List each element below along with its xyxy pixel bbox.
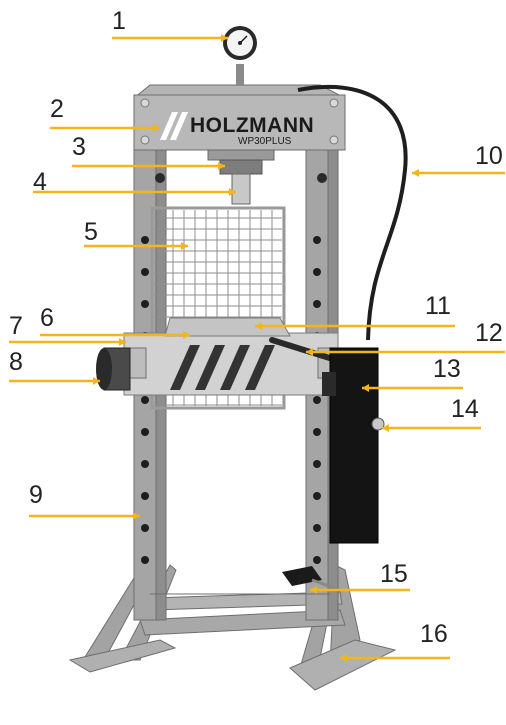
column-hole [141, 396, 149, 404]
part-label-7: 7 [9, 312, 23, 340]
leader-arrow-12 [306, 348, 313, 356]
column-hole [313, 428, 321, 436]
part-label-3: 3 [72, 133, 86, 161]
top-beam: HOLZMANN WP30PLUS [133, 84, 346, 151]
hydraulic-hose [297, 84, 408, 341]
column-hole [141, 268, 149, 276]
column-hole [313, 268, 321, 276]
part-label-15: 15 [380, 560, 408, 588]
foot-pedal [282, 566, 341, 592]
release-valve [371, 417, 385, 431]
column-hole [313, 524, 321, 532]
base-plates [68, 591, 397, 691]
leader-arrow-5 [181, 242, 188, 250]
part-label-8: 8 [9, 348, 23, 376]
leader-arrow-7 [119, 338, 126, 346]
part-label-12: 12 [475, 319, 503, 347]
part-label-11: 11 [425, 292, 451, 320]
column-hole [141, 236, 149, 244]
leader-arrow-3 [218, 162, 225, 170]
leader-arrow-11 [255, 322, 262, 330]
brand-name: HOLZMANN [190, 114, 314, 137]
part-label-13: 13 [433, 355, 461, 383]
leader-arrow-4 [229, 188, 236, 196]
leader-arrow-8 [93, 377, 100, 385]
part-label-5: 5 [84, 218, 98, 246]
column-hole [141, 556, 149, 564]
column-hole [141, 524, 149, 532]
part-label-1: 1 [112, 7, 126, 35]
leader-arrow-1 [221, 34, 228, 42]
hydraulic-cylinder [207, 149, 275, 205]
leader-arrow-6 [183, 331, 190, 339]
model-name: WP30PLUS [238, 136, 292, 147]
part-label-4: 4 [33, 168, 47, 196]
leader-arrow-13 [362, 384, 369, 392]
pump-lever [269, 337, 339, 363]
leader-arrow-9 [133, 512, 140, 520]
column-holes [141, 236, 321, 564]
part-label-16: 16 [420, 620, 448, 648]
part-label-10: 10 [475, 142, 503, 170]
winch [96, 347, 131, 391]
pressure-gauge [223, 26, 257, 86]
leader-arrow-14 [382, 424, 389, 432]
column-hole [141, 460, 149, 468]
column-hole [141, 492, 149, 500]
worktable [123, 317, 339, 396]
column-hole [141, 428, 149, 436]
winch-roller [155, 173, 165, 183]
column-hole [313, 492, 321, 500]
leader-arrow-10 [412, 169, 419, 177]
leader-arrow-15 [310, 586, 317, 594]
pump-unit [322, 347, 385, 544]
column-hole [313, 396, 321, 404]
part-label-14: 14 [451, 395, 479, 423]
part-label-6: 6 [40, 304, 54, 332]
part-label-2: 2 [50, 95, 64, 123]
column-hole [313, 556, 321, 564]
leader-arrow-16 [340, 654, 347, 662]
column-hole [313, 300, 321, 308]
column-hole [141, 300, 149, 308]
column-hole [313, 236, 321, 244]
part-label-9: 9 [29, 481, 43, 509]
leader-lines [9, 34, 505, 662]
logo-mark [160, 112, 178, 140]
leader-arrow-2 [153, 124, 160, 132]
column-hole [313, 460, 321, 468]
